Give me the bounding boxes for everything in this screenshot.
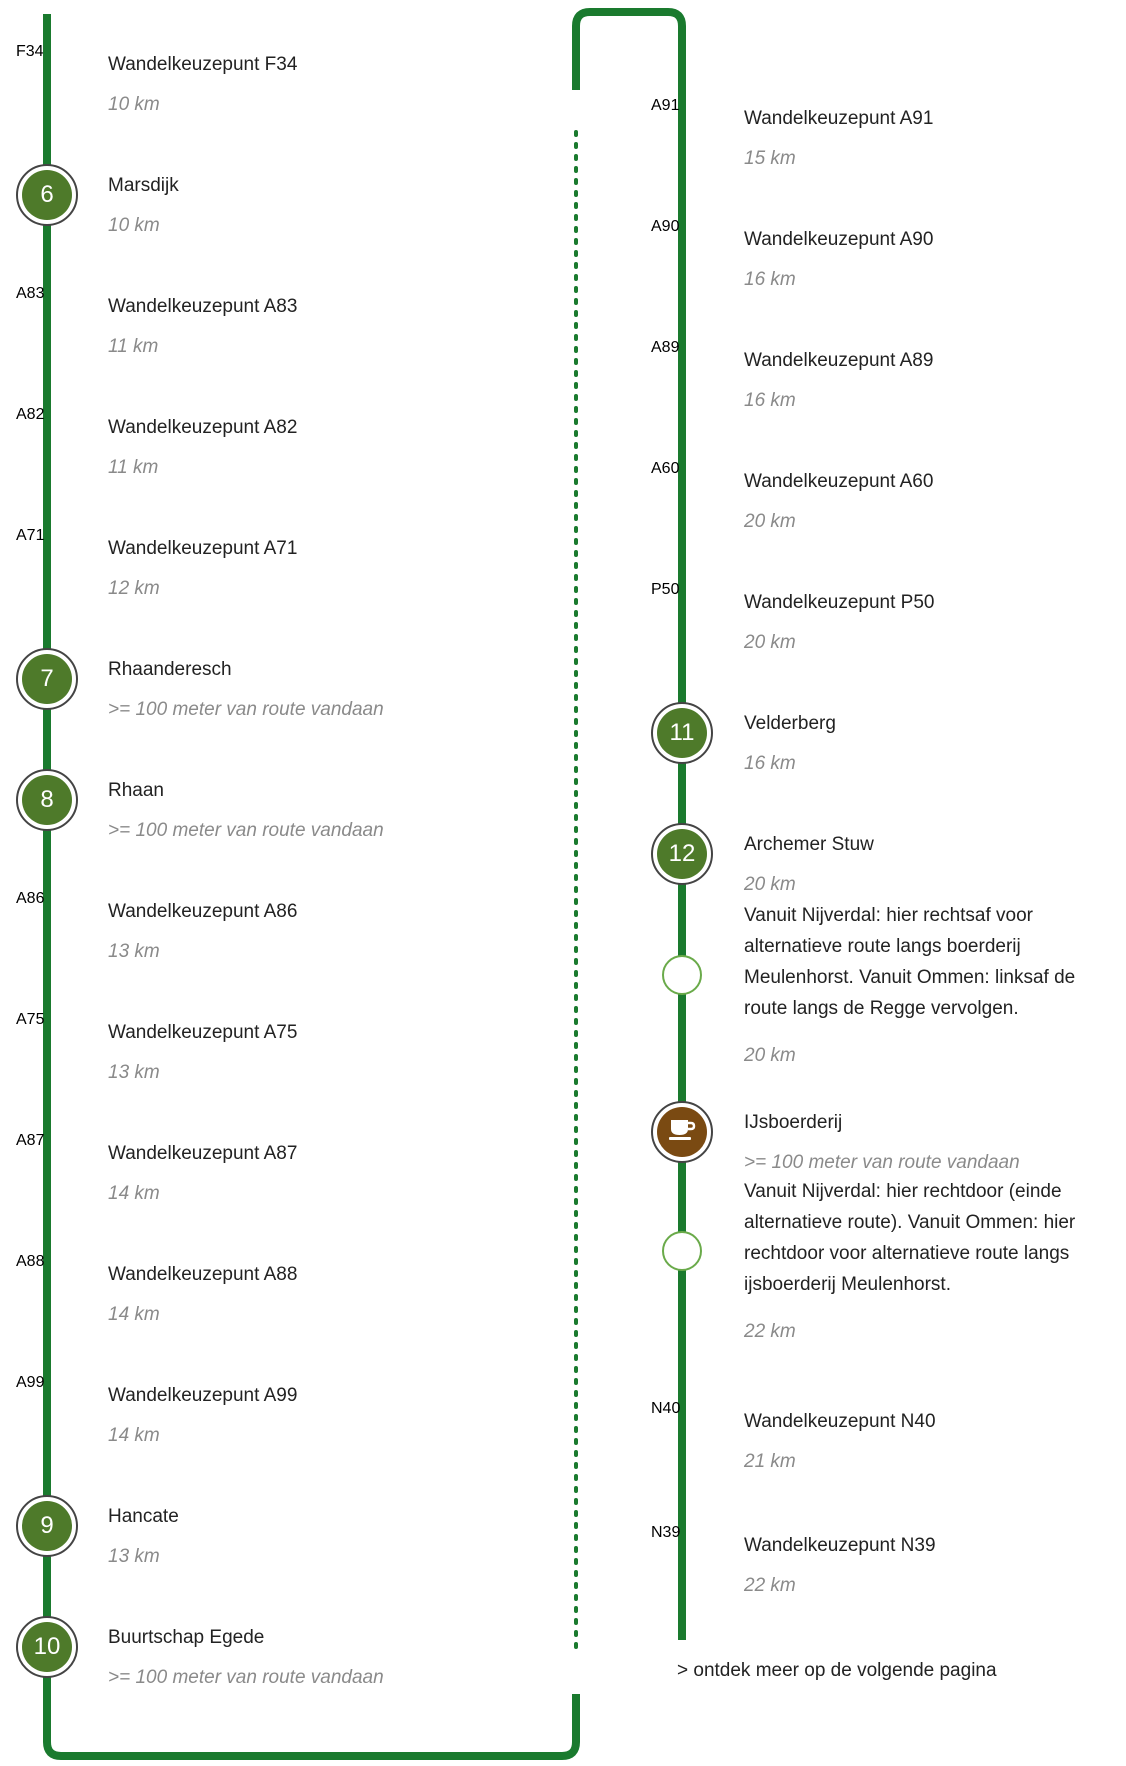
- stop-name: Wandelkeuzepunt A75: [108, 1022, 298, 1043]
- stop-distance: 11 km: [108, 457, 159, 478]
- poi-number-badge: 9: [16, 1495, 78, 1557]
- stop-name: Wandelkeuzepunt F34: [108, 54, 298, 75]
- stop-distance: 20 km: [744, 511, 796, 532]
- stop-name: Wandelkeuzepunt A71: [108, 538, 298, 559]
- route-note-line: rechtdoor voor alternatieve route langs: [744, 1243, 1070, 1264]
- stop-distance: 11 km: [108, 336, 159, 357]
- poi-number: 12: [657, 829, 707, 879]
- cafe-badge: [651, 1101, 713, 1163]
- stop-name: Hancate: [108, 1506, 179, 1527]
- stop-name: Wandelkeuzepunt P50: [744, 592, 935, 613]
- poi-number: 7: [22, 654, 72, 704]
- route-note-line: alternatieve route langs boerderij: [744, 936, 1021, 957]
- knooppunt-badge: P50: [651, 581, 680, 598]
- stop-name: Wandelkeuzepunt A60: [744, 471, 934, 492]
- stop-name: Wandelkeuzepunt A91: [744, 108, 934, 129]
- knooppunt-badge: A83: [16, 285, 45, 302]
- stop-name: Buurtschap Egede: [108, 1627, 265, 1648]
- route-note-marker: [662, 1231, 702, 1271]
- stop-distance: 16 km: [744, 390, 796, 411]
- route-note-line: Vanuit Nijverdal: hier rechtdoor (einde: [744, 1181, 1062, 1202]
- poi-number-badge: 8: [16, 769, 78, 831]
- knooppunt-badge: N40: [651, 1400, 681, 1417]
- poi-number: 6: [22, 170, 72, 220]
- route-note-line: Meulenhorst. Vanuit Ommen: linksaf de: [744, 967, 1076, 988]
- poi-number-badge: 12: [651, 823, 713, 885]
- stop-name: Wandelkeuzepunt N39: [744, 1535, 936, 1556]
- knooppunt-badge: A99: [16, 1374, 45, 1391]
- poi-number: 9: [22, 1501, 72, 1551]
- poi-number: 11: [657, 708, 707, 758]
- knooppunt-badge: A86: [16, 890, 45, 907]
- stop-distance: 16 km: [744, 753, 796, 774]
- stop-distance: 13 km: [108, 941, 160, 962]
- stop-name: Rhaan: [108, 780, 164, 801]
- stop-distance: >= 100 meter van route vandaan: [108, 699, 384, 720]
- stop-name: Wandelkeuzepunt A86: [108, 901, 298, 922]
- stop-distance: >= 100 meter van route vandaan: [108, 1667, 384, 1688]
- stop-name: Wandelkeuzepunt N40: [744, 1411, 936, 1432]
- stop-distance: 20 km: [744, 1045, 796, 1066]
- stop-distance: 14 km: [108, 1304, 160, 1325]
- stop-distance: 15 km: [744, 148, 796, 169]
- poi-number-badge: 7: [16, 648, 78, 710]
- route-note-line: alternatieve route). Vanuit Ommen: hier: [744, 1212, 1076, 1233]
- stop-distance: 10 km: [108, 94, 160, 115]
- knooppunt-badge: A75: [16, 1011, 45, 1028]
- poi-number: 8: [22, 775, 72, 825]
- knooppunt-badge: A71: [16, 527, 45, 544]
- poi-number-badge: 11: [651, 702, 713, 764]
- route-note-text: Vanuit Nijverdal: hier rechtdoor (einde a…: [744, 1176, 1126, 1300]
- stop-distance: 22 km: [744, 1321, 796, 1342]
- route-note-marker: [662, 955, 702, 995]
- knooppunt-badge: N39: [651, 1524, 681, 1541]
- stop-distance: 13 km: [108, 1546, 160, 1567]
- stop-name: Wandelkeuzepunt A88: [108, 1264, 298, 1285]
- knooppunt-badge: A87: [16, 1132, 45, 1149]
- knooppunt-badge: F34: [16, 43, 44, 60]
- stop-distance: 21 km: [744, 1451, 796, 1472]
- stop-name: Wandelkeuzepunt A89: [744, 350, 934, 371]
- stop-name: Wandelkeuzepunt A87: [108, 1143, 298, 1164]
- knooppunt-badge: A91: [651, 97, 680, 114]
- poi-number-badge: 6: [16, 164, 78, 226]
- stop-name: Archemer Stuw: [744, 834, 874, 855]
- stop-distance: 22 km: [744, 1575, 796, 1596]
- knooppunt-badge: A90: [651, 218, 680, 235]
- knooppunt-badge: A89: [651, 339, 680, 356]
- stop-distance: 20 km: [744, 874, 796, 895]
- stop-distance: 13 km: [108, 1062, 160, 1083]
- stop-distance: 20 km: [744, 632, 796, 653]
- poi-number-badge: 10: [16, 1616, 78, 1678]
- stop-name: Velderberg: [744, 713, 836, 734]
- route-note-line: route langs de Regge vervolgen.: [744, 998, 1019, 1019]
- stop-distance: 10 km: [108, 215, 160, 236]
- stop-distance: 16 km: [744, 269, 796, 290]
- knooppunt-badge: A82: [16, 406, 45, 423]
- cafe-badge-inner: [657, 1107, 707, 1157]
- poi-number: 10: [22, 1622, 72, 1672]
- route-note-line: Vanuit Nijverdal: hier rechtsaf voor: [744, 905, 1033, 926]
- coffee-cup-icon: [667, 1117, 697, 1148]
- stop-name: Wandelkeuzepunt A82: [108, 417, 298, 438]
- stop-distance: >= 100 meter van route vandaan: [108, 820, 384, 841]
- stop-name: Wandelkeuzepunt A99: [108, 1385, 298, 1406]
- stop-distance: 12 km: [108, 578, 160, 599]
- route-note-text: Vanuit Nijverdal: hier rechtsaf voor alte…: [744, 900, 1126, 1024]
- route-note-line: ijsboerderij Meulenhorst.: [744, 1274, 951, 1295]
- stop-distance: >= 100 meter van route vandaan: [744, 1152, 1020, 1173]
- knooppunt-badge: A60: [651, 460, 680, 477]
- stop-name: Rhaanderesch: [108, 659, 232, 680]
- next-page-link[interactable]: > ontdek meer op de volgende pagina: [677, 1660, 997, 1681]
- stop-name: Wandelkeuzepunt A83: [108, 296, 298, 317]
- stop-name: Marsdijk: [108, 175, 179, 196]
- stop-distance: 14 km: [108, 1425, 160, 1446]
- knooppunt-badge: A88: [16, 1253, 45, 1270]
- stop-name: Wandelkeuzepunt A90: [744, 229, 934, 250]
- stop-distance: 14 km: [108, 1183, 160, 1204]
- stop-name: IJsboerderij: [744, 1112, 843, 1133]
